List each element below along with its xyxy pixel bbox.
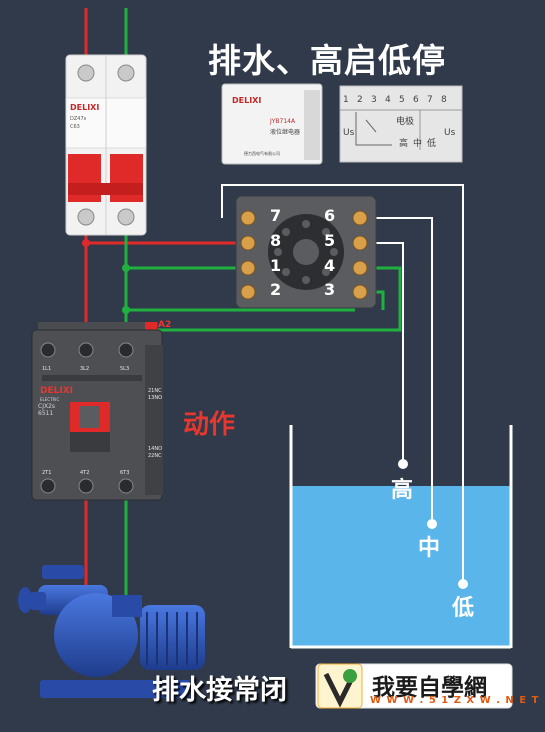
pin-number: 8 (441, 95, 447, 105)
breaker-brand: DELIXI (70, 103, 100, 112)
relay-terminal-6: 6 (324, 206, 336, 225)
relay-socket-hole (282, 268, 290, 276)
contactor-terminal-5l3: 5L3 (120, 366, 130, 372)
page-title: 排水、高启低停 (208, 41, 446, 80)
contactor-terminal-1l1: 1L1 (42, 366, 52, 372)
low-electrode-wire (221, 184, 464, 582)
contactor-aux-14no: 14NO (148, 446, 163, 452)
relay-terminal-2: 2 (270, 280, 282, 299)
relay-terminal-screw (352, 235, 368, 251)
high-electrode-wire (368, 242, 404, 462)
subtitle-caption: 排水接常闭 (152, 675, 287, 706)
pin-label-mid: 中 (413, 139, 423, 149)
pin-number: 3 (371, 95, 377, 105)
relay-terminal-screw (352, 260, 368, 276)
contactor-terminal-2t1: 2T1 (42, 470, 52, 476)
contactor-terminal-4t2: 4T2 (80, 470, 90, 476)
contactor-aux-13no: 13NO (148, 395, 163, 401)
relay-photo-maker: 德力西电气有限公司 (244, 151, 280, 156)
relay-terminal-1: 1 (270, 256, 282, 275)
pin-diagram (339, 85, 463, 163)
green-wires (38, 8, 402, 605)
breaker-screw (117, 64, 135, 82)
contactor-screw (118, 478, 134, 494)
contactor-aux-21nc: 21NC (148, 388, 162, 394)
water-level-mid-label: 中 (418, 536, 441, 561)
relay-photo-model: JYB714A (270, 118, 296, 125)
relay-socket-hole (282, 228, 290, 236)
contactor-screw (78, 342, 94, 358)
breaker-rating: C63 (70, 124, 80, 130)
contactor-screw (40, 342, 56, 358)
high-probe-tip (398, 459, 408, 469)
breaker-screw (77, 208, 95, 226)
relay-terminal-8: 8 (270, 231, 282, 250)
water-pump (18, 565, 205, 698)
relay-photo-brand: DELIXI (232, 96, 262, 105)
pin-number: 5 (399, 95, 405, 105)
pin-label-us-right: Us (444, 128, 456, 138)
relay-terminal-screw (352, 284, 368, 300)
relay-terminal-3: 3 (324, 280, 336, 299)
contactor-brand: DELIXI (40, 386, 73, 396)
pin-number: 1 (343, 95, 349, 105)
circuit-breaker (65, 54, 147, 236)
breaker-screw (77, 64, 95, 82)
relay-photo (221, 83, 323, 165)
relay-terminal-screw (240, 210, 256, 226)
contactor-screw (78, 478, 94, 494)
relay-socket-hole (322, 268, 330, 276)
water-tank (289, 425, 513, 649)
water-level-low-label: 低 (452, 596, 475, 621)
contactor-model: CJX2s (38, 403, 56, 410)
relay-socket-hole (302, 220, 310, 228)
pin-number: 2 (357, 95, 363, 105)
contactor-screw (40, 478, 56, 494)
pin-number: 4 (385, 95, 391, 105)
electrode-wires (221, 184, 464, 582)
ac-contactor (31, 322, 163, 501)
watermark-url: W W W . 5 1 Z X W . N E T (370, 695, 540, 706)
water-body (292, 486, 510, 646)
relay-terminal-4: 4 (324, 256, 336, 275)
level-relay (235, 195, 377, 309)
low-probe-tip (458, 579, 468, 589)
pin-number: 6 (413, 95, 419, 105)
mid-probe-tip (427, 519, 437, 529)
contactor-screw (118, 342, 134, 358)
relay-socket-hole (302, 276, 310, 284)
contactor-terminal-3l2: 3L2 (80, 366, 90, 372)
breaker-screw (117, 208, 135, 226)
contactor-model-no: 6511 (38, 410, 54, 417)
pin-label-low: 低 (427, 139, 437, 149)
breaker-model: DZ47s (70, 116, 87, 122)
water-level-high-label: 高 (391, 478, 414, 503)
relay-terminal-screw (352, 210, 368, 226)
pin-label-us-left: Us (343, 128, 355, 138)
relay-socket-hole (330, 248, 338, 256)
pin-label-high: 高 (399, 139, 409, 149)
relay-socket-hole (322, 228, 330, 236)
relay-terminal-7: 7 (270, 206, 282, 225)
relay-terminal-5: 5 (324, 231, 336, 250)
relay-photo-label: 液位继电器 (270, 129, 301, 136)
watermark-text: 我要自學網 (372, 675, 487, 701)
relay-terminal-screw (240, 284, 256, 300)
relay-socket-hole (274, 248, 282, 256)
contactor-brand-sub: ELECTRIC (40, 397, 60, 402)
pin-label-electrode: 电极 (396, 117, 415, 127)
pin-number: 7 (427, 95, 433, 105)
contactor-aux-22nc: 22NC (148, 453, 162, 459)
relay-terminal-screw (240, 260, 256, 276)
contactor-terminal-6t3: 6T3 (120, 470, 130, 476)
action-label: 动作 (183, 410, 236, 440)
mid-electrode-wire (368, 217, 433, 522)
contactor-coil-terminal: A2 (158, 320, 172, 330)
watermark-panel (315, 663, 513, 709)
relay-terminal-screw (240, 235, 256, 251)
